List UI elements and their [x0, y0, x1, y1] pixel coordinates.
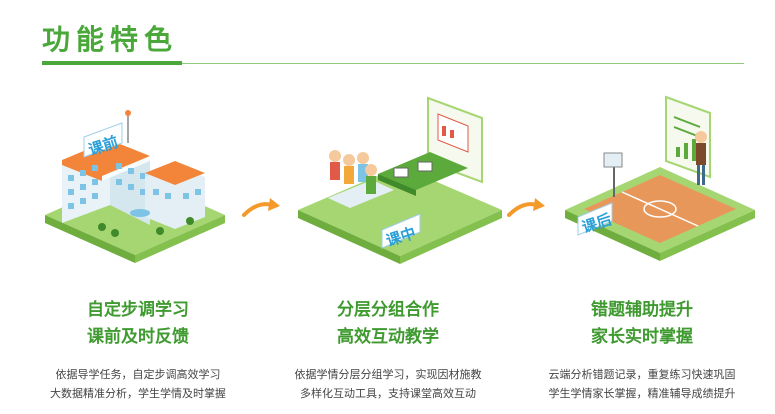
feature-desc-3b: 学生学情家长掌握，精准辅导成绩提升	[548, 387, 736, 400]
feature-heading-2a: 分层分组合作	[337, 300, 439, 320]
school-building-illustration: 课前	[45, 110, 225, 263]
feature-heading-3a: 错题辅助提升	[591, 300, 693, 320]
feature-desc-1a: 依据导学任务，自定步调高效学习	[55, 368, 221, 381]
section-title: 功能特色	[42, 23, 179, 56]
classroom-illustration: 课中	[298, 96, 502, 264]
feature-desc-2a: 依据学情分层分组学习，实现因材施教	[294, 368, 482, 381]
arrow-icon-2	[507, 198, 545, 217]
arrow-icon-1	[242, 198, 280, 217]
feature-card-after-class: 错题辅助提升 家长实时掌握 云端分析错题记录，重复练习快速巩固 学生学情家长掌握…	[522, 297, 762, 403]
feature-desc-3a: 云端分析错题记录，重复练习快速巩固	[548, 368, 736, 381]
feature-heading-2b: 高效互动教学	[337, 327, 439, 347]
feature-heading-1b: 课前及时反馈	[87, 327, 189, 347]
feature-card-pre-class: 自定步调学习 课前及时反馈 依据导学任务，自定步调高效学习 大数据精准分析，学生…	[18, 297, 258, 403]
feature-heading-1a: 自定步调学习	[87, 300, 189, 320]
title-underline-bar	[42, 61, 182, 65]
feature-desc-1b: 大数据精准分析，学生学情及时掌握	[50, 387, 226, 400]
feature-heading-3b: 家长实时掌握	[591, 327, 693, 347]
feature-desc-2b: 多样化互动工具，支持课堂高效互动	[300, 387, 476, 400]
basketball-court-illustration: 课后	[565, 95, 755, 261]
title-divider	[42, 63, 744, 64]
feature-card-in-class: 分层分组合作 高效互动教学 依据学情分层分组学习，实现因材施教 多样化互动工具，…	[268, 297, 508, 403]
